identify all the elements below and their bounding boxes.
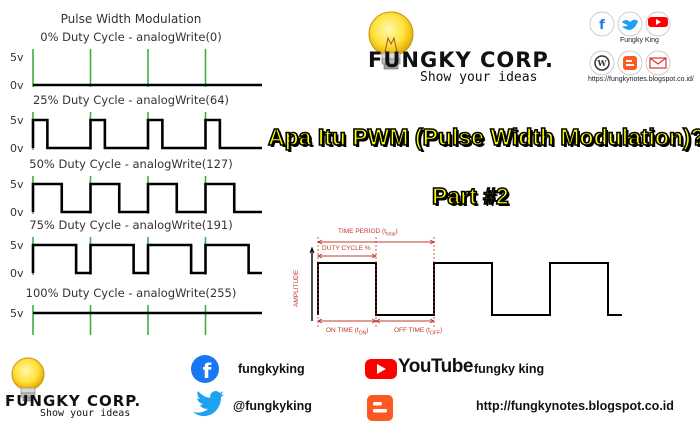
arrowheads [316, 318, 436, 324]
email-icon[interactable] [645, 50, 671, 76]
bottom-bulb-icon [11, 357, 45, 402]
level-0v-label: 0v [10, 142, 24, 155]
pwm-waveforms: 0% Duty Cycle - analogWrite(0) 5v 0v 25% Du… [10, 30, 262, 335]
pwm-row-title: 25% Duty Cycle - analogWrite(64) [33, 93, 229, 107]
facebook-icon[interactable]: f [190, 354, 220, 384]
brand-tagline: Show your ideas [420, 70, 538, 85]
bottom-brand-tagline: Show your ideas [40, 408, 131, 419]
arrowheads [316, 239, 436, 245]
headline-line1: Apa Itu PWM (Pulse Width Modulation)? [267, 123, 700, 151]
youtube-icon[interactable] [645, 11, 671, 37]
twitter-icon[interactable] [190, 390, 224, 420]
pwm-waveform [31, 243, 262, 275]
youtube-wordmark[interactable]: YouTube [398, 356, 473, 377]
off-time-label: OFF TIME (tOFF) [394, 327, 443, 337]
pwm-waveform [31, 118, 262, 150]
duty-cycle-label: DUTY CYCLE % [322, 245, 371, 252]
pwm-row-title: 0% Duty Cycle - analogWrite(0) [40, 30, 221, 44]
twitter-icon[interactable] [617, 11, 643, 37]
top-social-caption: Fungky King [620, 37, 659, 44]
social-tiles: f W [586, 8, 696, 88]
timing-waveform [317, 262, 622, 316]
brand-name: FUNGKY CORP. [368, 48, 554, 72]
facebook-handle[interactable]: fungkyking [238, 362, 305, 376]
amplitude-label: AMPLITUDE [293, 269, 300, 307]
level-0v-label: 0v [10, 206, 24, 219]
level-0v-label: 0v [10, 267, 24, 280]
level-0v-label: 0v [10, 79, 24, 92]
youtube-icon[interactable] [364, 357, 398, 381]
twitter-handle[interactable]: @fungkyking [233, 399, 312, 413]
headline-line2: Part #2 [431, 182, 509, 210]
pwm-row-title: 75% Duty Cycle - analogWrite(191) [29, 218, 232, 232]
svg-text:W: W [597, 58, 608, 68]
svg-text:f: f [599, 18, 605, 33]
svg-text:f: f [203, 359, 212, 383]
level-5v-label: 5v [10, 307, 24, 320]
on-time-label: ON TIME (tON) [326, 327, 369, 337]
bottom-brand-name: FUNGKY CORP. [5, 392, 142, 410]
top-social-url[interactable]: https://fungkynotes.blogspot.co.id/ [588, 76, 694, 83]
pwm-timing-diagram: AMPLITUDE [293, 237, 622, 327]
pwm-row-title: 50% Duty Cycle - analogWrite(127) [29, 157, 232, 171]
time-period-label: TIME PERIOD (ttotal) [338, 228, 398, 238]
level-5v-label: 5v [10, 114, 24, 127]
blog-url[interactable]: http://fungkynotes.blogspot.co.id [476, 399, 674, 413]
axis-arrow [309, 246, 315, 254]
facebook-icon[interactable]: f [589, 11, 615, 37]
blogger-icon[interactable] [617, 50, 643, 76]
bulb-icon [368, 11, 414, 70]
pwm-row-title: 100% Duty Cycle - analogWrite(255) [26, 286, 237, 300]
pwm-title: Pulse Width Modulation [60, 12, 202, 26]
arrowheads [316, 253, 378, 259]
blogger-icon[interactable] [366, 394, 394, 422]
pwm-waveform [31, 182, 262, 214]
youtube-channel-name[interactable]: fungky king [474, 362, 545, 376]
level-5v-label: 5v [10, 178, 24, 191]
level-5v-label: 5v [10, 239, 24, 252]
wordpress-icon[interactable]: W [589, 50, 615, 76]
level-5v-label: 5v [10, 51, 24, 64]
